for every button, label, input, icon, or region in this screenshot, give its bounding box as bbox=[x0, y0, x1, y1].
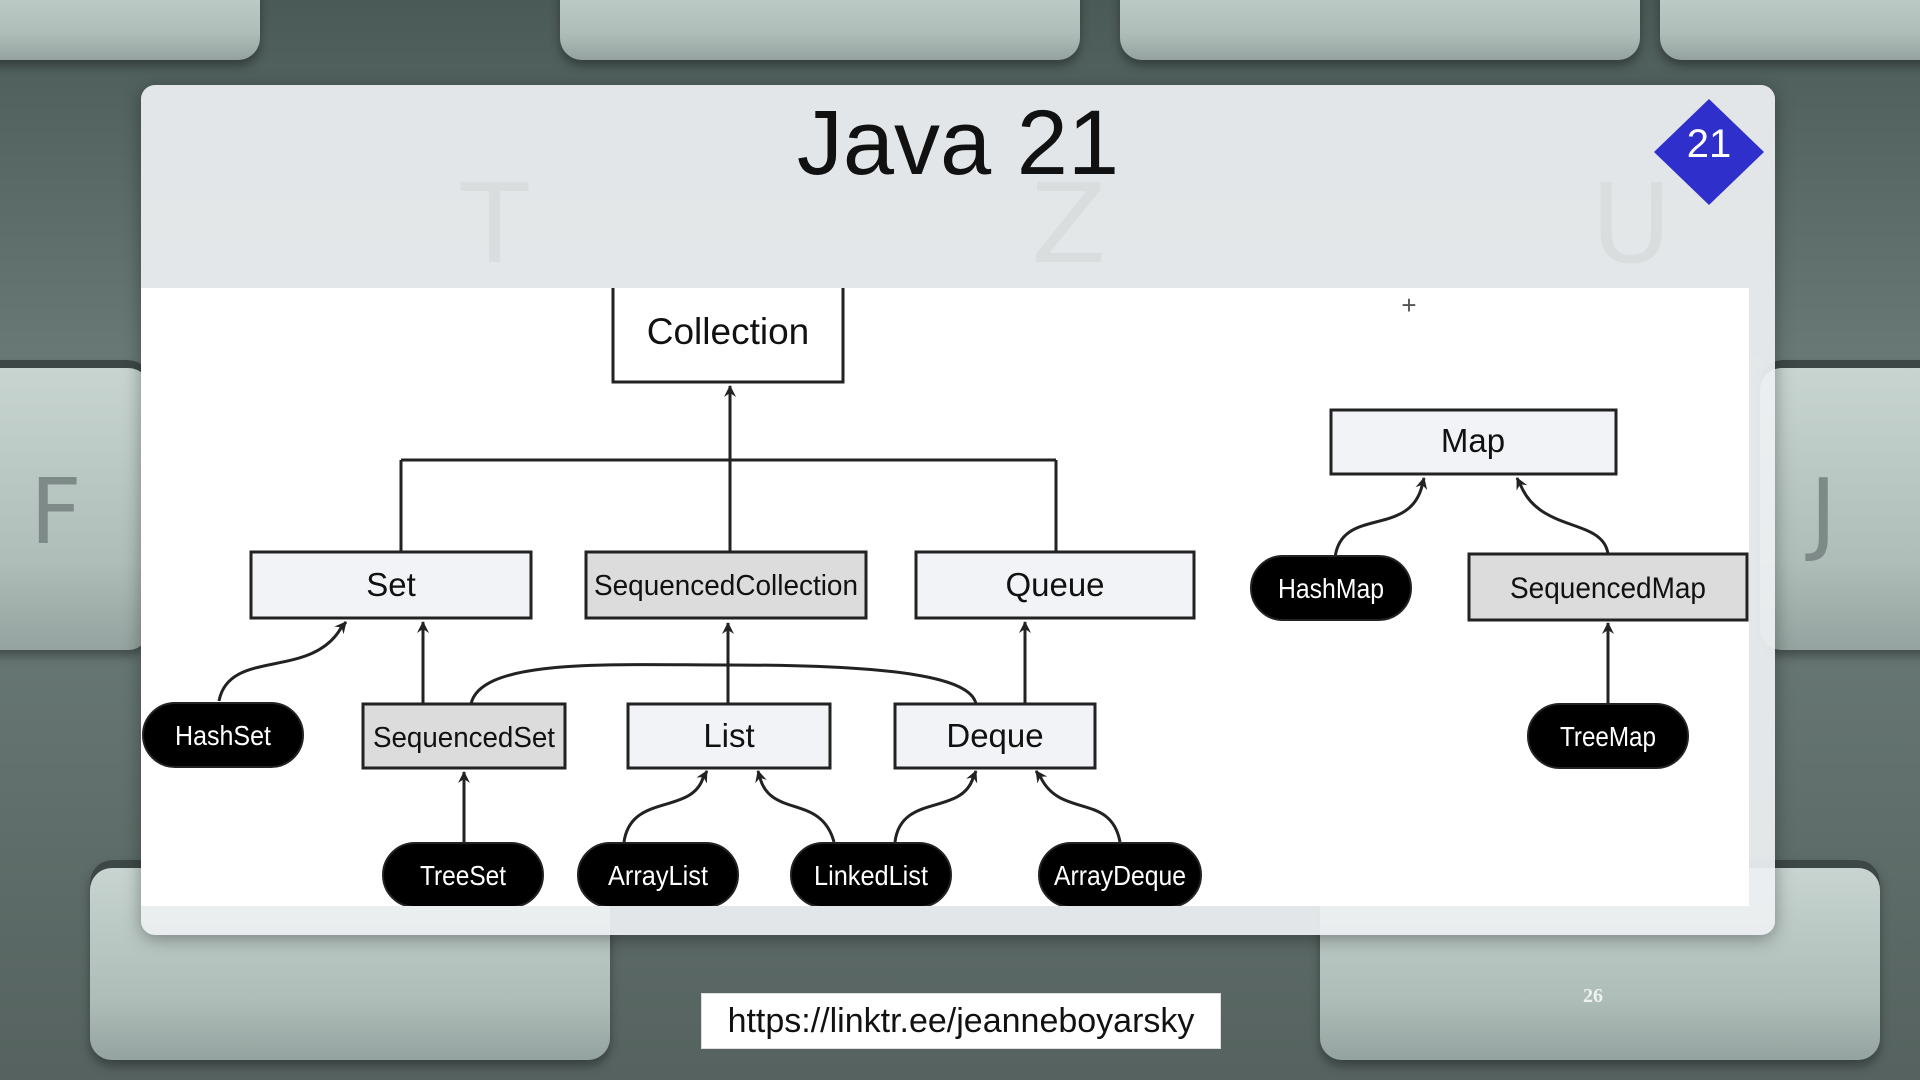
url-box[interactable]: https://linktr.ee/jeanneboyarsky bbox=[701, 993, 1221, 1049]
keyboard-key bbox=[1760, 360, 1920, 650]
sequencedmap-box bbox=[1467, 552, 1749, 622]
sequencedcollection-box bbox=[584, 550, 868, 620]
queue-label: Queue bbox=[1005, 566, 1104, 603]
treemap-label: TreeMap bbox=[1560, 721, 1656, 752]
hashset-pill bbox=[142, 702, 304, 768]
collections-diagram: Collection Set SequencedCollection Queue… bbox=[141, 284, 1749, 908]
set-label: Set bbox=[366, 566, 416, 603]
key-letter-z: Z bbox=[1031, 160, 1107, 288]
hashmap-label: HashMap bbox=[1278, 573, 1384, 604]
keyboard-key bbox=[560, 0, 1080, 60]
set-box bbox=[249, 550, 533, 620]
map-label: Map bbox=[1441, 422, 1505, 459]
arraydeque-label: ArrayDeque bbox=[1054, 860, 1186, 891]
page-number: 26 bbox=[1583, 985, 1603, 1007]
hashset-label: HashSet bbox=[175, 720, 271, 751]
slide-title: Java 21 bbox=[796, 92, 1120, 194]
linkedlist-label: LinkedList bbox=[814, 860, 928, 891]
keyboard-key bbox=[0, 360, 150, 650]
queue-box bbox=[914, 550, 1196, 620]
list-label: List bbox=[703, 717, 754, 754]
keyboard-key bbox=[1660, 0, 1920, 60]
deque-box bbox=[893, 702, 1097, 770]
key-letter-t: T bbox=[461, 160, 529, 288]
version-badge-number: 21 bbox=[1686, 122, 1732, 166]
hashmap-pill bbox=[1250, 555, 1412, 621]
key-letter-j: J bbox=[1810, 460, 1837, 565]
sequencedmap-label: SequencedMap bbox=[1510, 572, 1706, 605]
treemap-pill bbox=[1527, 703, 1689, 769]
sequencedset-box bbox=[361, 702, 567, 770]
arraylist-label: ArrayList bbox=[608, 860, 708, 891]
sequencedset-label: SequencedSet bbox=[373, 722, 555, 754]
hierarchy-svg: Collection Set SequencedCollection Queue… bbox=[142, 284, 1749, 908]
version-badge-icon bbox=[1654, 99, 1764, 205]
deque-label: Deque bbox=[946, 717, 1043, 754]
key-letter-u: U bbox=[1591, 160, 1672, 288]
collection-label: Collection bbox=[647, 311, 809, 352]
plus-mark: + bbox=[1401, 290, 1416, 320]
map-box bbox=[1329, 408, 1618, 476]
key-letter-f: F bbox=[30, 460, 82, 565]
sequencedcollection-label: SequencedCollection bbox=[594, 570, 858, 602]
treeset-label: TreeSet bbox=[420, 860, 506, 891]
url-link[interactable]: https://linktr.ee/jeanneboyarsky bbox=[727, 1002, 1195, 1040]
list-box bbox=[626, 702, 832, 770]
keyboard-key bbox=[1120, 0, 1640, 60]
collection-box bbox=[611, 284, 845, 384]
keyboard-key bbox=[0, 0, 260, 60]
